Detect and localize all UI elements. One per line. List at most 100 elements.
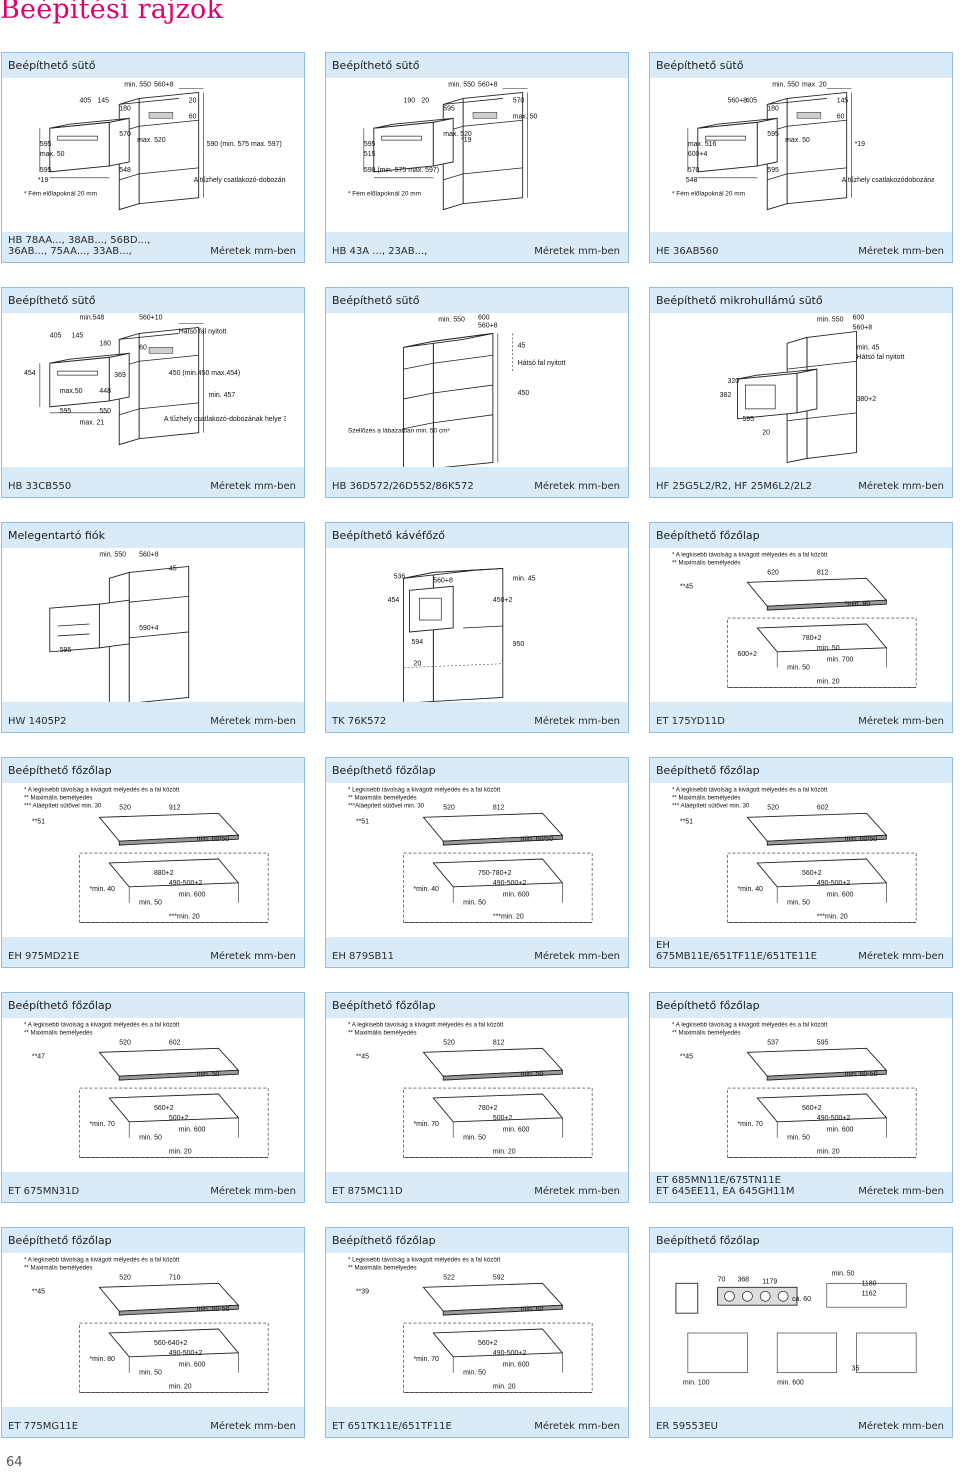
dimension-label: 560+8 <box>478 82 498 89</box>
dimension-label: 490-500+2 <box>817 1115 851 1122</box>
cabinet-top <box>403 567 503 579</box>
svg-text:* Legkisebb távolság a kivágot: * Legkisebb távolság a kivágott mélyedés… <box>348 787 501 794</box>
dimension-label: 45 <box>169 565 177 572</box>
dimension-label: 60 <box>189 113 197 120</box>
dimension-label: 20 <box>421 97 429 104</box>
dimension-label: min. 550 <box>438 317 465 324</box>
model-numbers: ET 875MC11D <box>332 1186 403 1197</box>
dimension-label: 780+2 <box>802 635 822 642</box>
hob-edge <box>442 1069 563 1081</box>
dimension-label: 190 <box>404 97 416 104</box>
dimension-label: *min. 70 <box>737 1121 763 1128</box>
dimension-label: min. 550 <box>772 82 799 89</box>
dimension-label: max. 520 <box>137 137 166 144</box>
dimension-label: min. 60/50 <box>845 836 878 843</box>
dimension-label: min. 50 <box>463 1370 486 1377</box>
dimension-label: 750-780+2 <box>478 870 512 877</box>
units-label: Méretek mm-ben <box>534 1186 620 1197</box>
microwave-front <box>737 372 798 420</box>
dimension-label: **51 <box>680 818 693 825</box>
gas-hob-top <box>717 1286 798 1306</box>
dimension-label: *min. 70 <box>89 1121 115 1128</box>
dimension-label: 620 <box>767 569 779 576</box>
svg-text:* A legkisebb távolság a kivág: * A legkisebb távolság a kivágott mélyed… <box>24 1257 180 1264</box>
units-label: Méretek mm-ben <box>858 246 944 257</box>
panel-header: Beépíthető sütő <box>2 288 304 313</box>
svg-text:* A legkisebb távolság a kivág: * A legkisebb távolság a kivágott mélyed… <box>672 787 828 794</box>
dimension-label: ***min. 20 <box>169 914 200 921</box>
cabinet-side <box>138 91 200 205</box>
drawer-side <box>98 599 130 649</box>
dimension-label: **45 <box>32 1288 45 1295</box>
dimension-label: 320 <box>728 378 740 385</box>
dimension-label: 595 <box>742 416 754 423</box>
panel-header: Beépíthető sütő <box>2 53 304 78</box>
hob-edge <box>118 1069 239 1081</box>
svg-text:* A legkisebb távolság a kivág: * A legkisebb távolság a kivágott mélyed… <box>672 1022 828 1029</box>
panel-header: Beépíthető sütő <box>650 53 952 78</box>
dimension-label: 1162 <box>862 1290 877 1297</box>
cutout-shape <box>108 1328 240 1358</box>
drawer-front <box>49 603 100 653</box>
dimension-label: 812 <box>493 804 505 811</box>
dimension-label: 20 <box>189 97 197 104</box>
cutout-shape <box>432 1093 564 1123</box>
units-label: Méretek mm-ben <box>858 1421 944 1432</box>
footnote: * A legkisebb távolság a kivágott mélyed… <box>24 787 180 810</box>
cutout-shape <box>756 1093 888 1123</box>
dimension-label: 595 <box>767 167 779 174</box>
dimension-label: 780+2 <box>478 1105 498 1112</box>
dimension-label: 490-500+2 <box>493 880 527 887</box>
units-label: Méretek mm-ben <box>858 716 944 727</box>
oven-handle <box>57 135 98 141</box>
coffee-machine-panel <box>419 597 442 621</box>
footnote: * A legkisebb távolság a kivágott mélyed… <box>672 787 828 810</box>
dimension-label: 560+8 <box>853 324 873 331</box>
dimension-label: 520 <box>443 1039 455 1046</box>
dimension-label: A tűzhely csatlakozó-dobozának helye 320… <box>194 177 286 184</box>
dimension-label: **39 <box>356 1288 369 1295</box>
dimension-label: min. 457 <box>209 392 236 399</box>
panel-footer: ET 685MN11E/675TN11E ET 645EE11, EA 645G… <box>650 1172 952 1202</box>
dimension-label: 570 <box>688 167 700 174</box>
dimension-label: 594 <box>411 639 423 646</box>
svg-text:* Fém előlapoknál 20 mm: * Fém előlapoknál 20 mm <box>348 191 421 198</box>
cutout-shape <box>432 858 564 888</box>
units-label: Méretek mm-ben <box>210 951 296 962</box>
dimension-label: 600 <box>478 315 490 322</box>
dimension-label: 560-640+2 <box>154 1340 188 1347</box>
model-numbers: ET 651TK11E/651TF11E <box>332 1421 452 1432</box>
dimension-label: min. 50 <box>197 1071 220 1078</box>
dimension-label: min. 45 <box>857 344 880 351</box>
dimension-label: 145 <box>837 97 849 104</box>
dimension-label: 560+8 <box>139 552 159 559</box>
